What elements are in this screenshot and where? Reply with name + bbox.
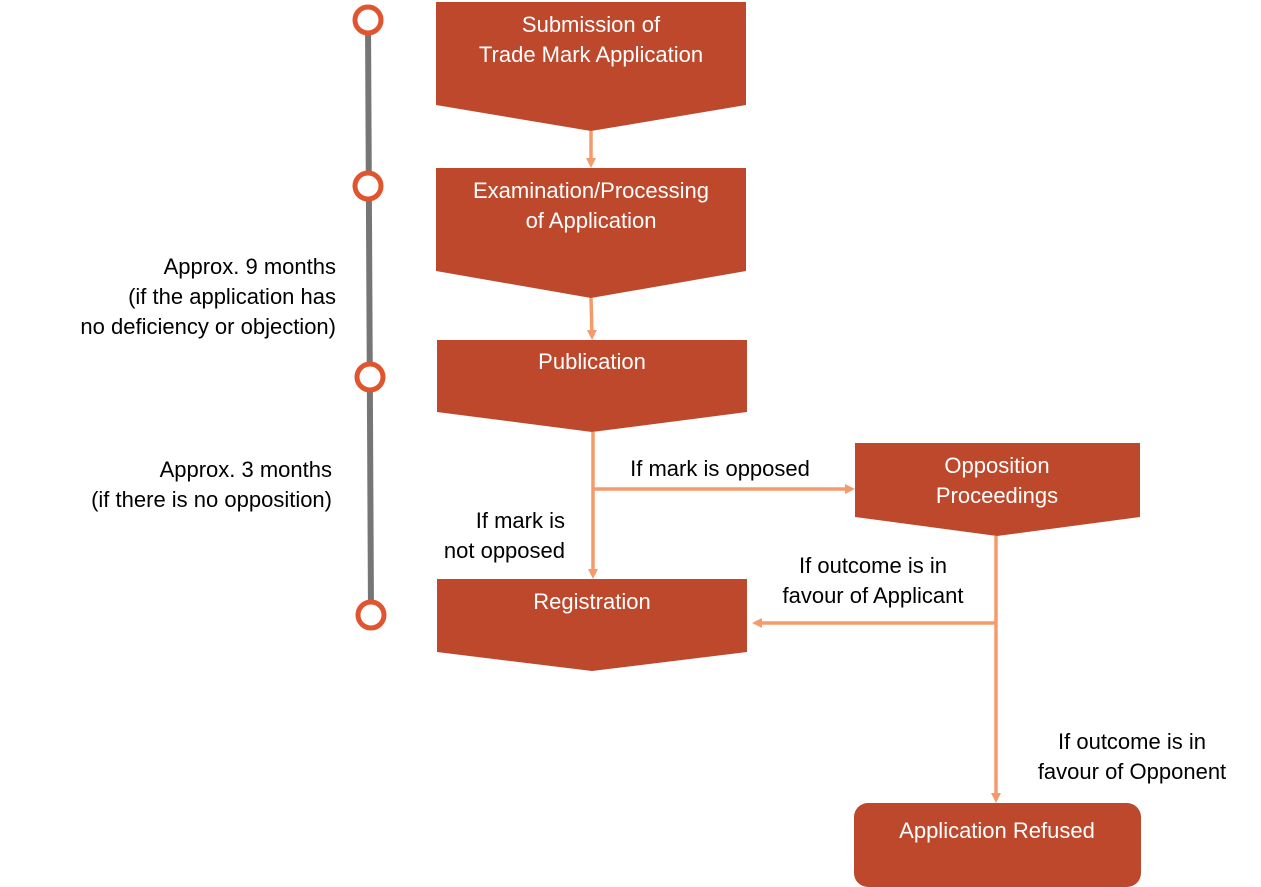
- timeline-label-3-months: Approx. 3 months (if there is no opposit…: [91, 457, 332, 512]
- step-submission-line2: Trade Mark Application: [479, 42, 703, 67]
- edge-label-favour-opponent-line1: If outcome is in: [1058, 729, 1206, 754]
- timeline-node-submission: [352, 4, 384, 36]
- step-opposition-shape: [855, 443, 1140, 536]
- step-opposition-line1: Opposition: [944, 453, 1049, 478]
- timeline-node-publication: [354, 361, 386, 393]
- step-opposition: Opposition Proceedings: [855, 443, 1140, 536]
- edge-label-favour-applicant-line1: If outcome is in: [799, 553, 947, 578]
- step-publication-line1: Publication: [538, 349, 646, 374]
- step-refused-line1: Application Refused: [899, 818, 1095, 843]
- timeline-node-examination: [352, 170, 384, 202]
- step-registration: Registration: [437, 579, 747, 671]
- step-examination: Examination/Processing of Application: [436, 168, 746, 298]
- step-submission-line1: Submission of: [522, 12, 661, 37]
- edge-label-not-opposed-line1: If mark is: [476, 508, 565, 533]
- timeline-label-9-months-line1: Approx. 9 months: [164, 254, 336, 279]
- timeline-label-9-months-line3: no deficiency or objection): [80, 314, 336, 339]
- timeline: [352, 4, 387, 631]
- timeline-label-3-months-line1: Approx. 3 months: [160, 457, 332, 482]
- timeline-label-9-months-line2: (if the application has: [128, 284, 336, 309]
- edge-label-favour-opponent: If outcome is in favour of Opponent: [1038, 729, 1226, 784]
- step-submission: Submission of Trade Mark Application: [436, 2, 746, 131]
- step-examination-line1: Examination/Processing: [473, 178, 709, 203]
- edge-label-favour-applicant-line2: favour of Applicant: [782, 583, 963, 608]
- step-registration-line1: Registration: [533, 589, 650, 614]
- edge-label-not-opposed-line2: not opposed: [444, 538, 565, 563]
- step-refused: Application Refused: [854, 803, 1141, 887]
- step-publication-shape: [437, 340, 747, 432]
- step-publication: Publication: [437, 340, 747, 432]
- timeline-node-registration: [355, 599, 387, 631]
- step-refused-shape: [854, 803, 1141, 887]
- edge-label-favour-opponent-line2: favour of Opponent: [1038, 759, 1226, 784]
- connectors: [586, 131, 1001, 803]
- edge-label-not-opposed: If mark is not opposed: [444, 508, 565, 563]
- step-examination-shape: [436, 168, 746, 298]
- arrow-examination-to-publication: [586, 297, 597, 340]
- timeline-label-3-months-line2: (if there is no opposition): [91, 487, 332, 512]
- edge-label-favour-applicant: If outcome is in favour of Applicant: [782, 553, 963, 608]
- step-submission-shape: [436, 2, 746, 131]
- step-opposition-line2: Proceedings: [936, 483, 1058, 508]
- step-registration-shape: [437, 579, 747, 671]
- edge-label-opposed: If mark is opposed: [630, 456, 810, 481]
- step-examination-line2: of Application: [526, 208, 657, 233]
- timeline-line: [365, 19, 374, 616]
- timeline-label-9-months: Approx. 9 months (if the application has…: [80, 254, 336, 339]
